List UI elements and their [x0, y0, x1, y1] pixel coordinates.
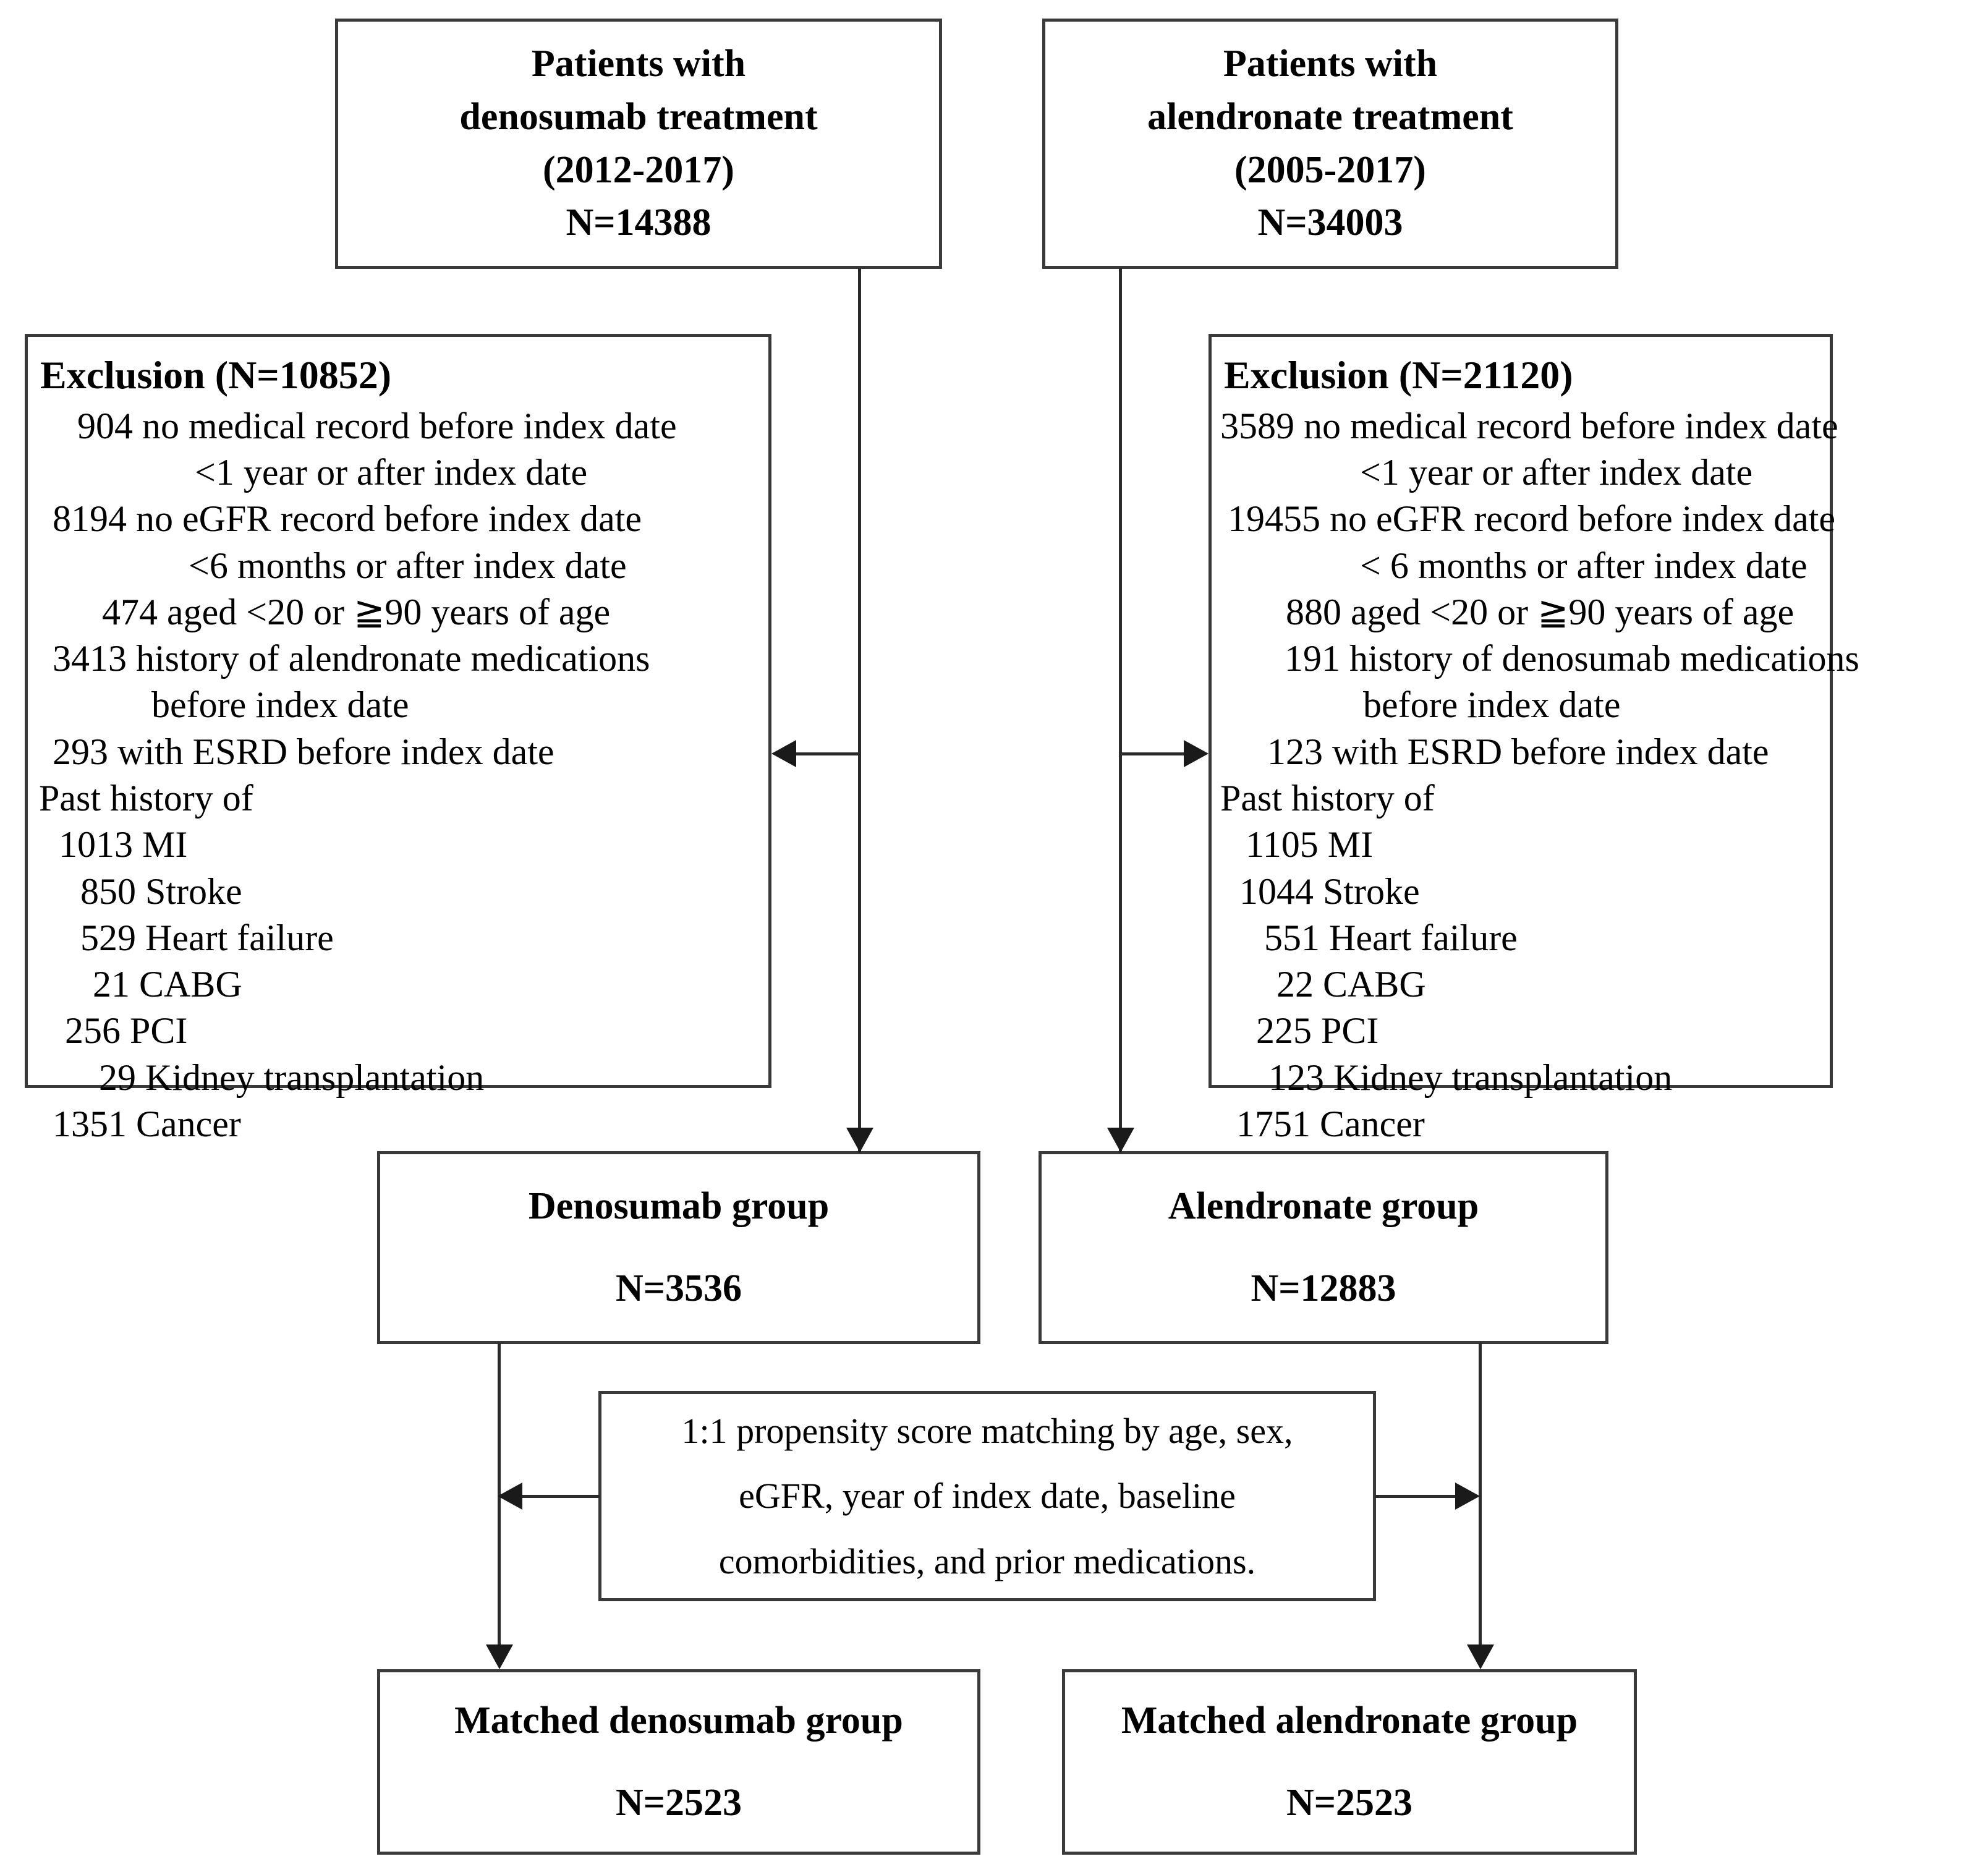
exclusion-right-content: Exclusion (N=21120) 3589 no medical reco…: [1212, 351, 1859, 1147]
alendronate-group-n: N=12883: [1251, 1267, 1396, 1309]
exclusion-left-line-1: <1 year or after index date: [195, 451, 588, 493]
exclusion-left-line-12: 21 CABG: [93, 964, 242, 1005]
denosumab-group-title: Denosumab group: [528, 1185, 830, 1228]
connector-left-exclusion-horizontal: [796, 752, 859, 755]
exclusion-left-line-4: 474 aged <20 or ≧90 years of age: [102, 591, 611, 632]
exclusion-left-line-7: 293 with ESRD before index date: [53, 731, 554, 772]
arrowhead-matched-alendronate: [1467, 1644, 1494, 1669]
arrowhead-alendronate-group: [1107, 1128, 1134, 1152]
matching-line3: comorbidities, and prior medications.: [718, 1541, 1256, 1581]
exclusion-right-title: Exclusion (N=21120): [1224, 353, 1573, 397]
alendronate-source-line3: (2005-2017): [1234, 148, 1426, 191]
exclusion-right-line-7: 123 with ESRD before index date: [1267, 731, 1769, 772]
denosumab-source-box: Patients with denosumab treatment (2012-…: [335, 19, 942, 269]
exclusion-right-box: Exclusion (N=21120) 3589 no medical reco…: [1209, 334, 1859, 1144]
exclusion-left-box: Exclusion (N=10852) 904 no medical recor…: [25, 334, 771, 1144]
denosumab-group-n: N=3536: [615, 1267, 742, 1309]
exclusion-left-line-0: 904 no medical record before index date: [77, 405, 677, 446]
alendronate-source-line2: alendronate treatment: [1147, 95, 1513, 138]
connector-denosumab-source-down: [858, 268, 861, 1153]
exclusion-left-line-9: 1013 MI: [59, 824, 188, 866]
matching-line2: eGFR, year of index date, baseline: [739, 1476, 1236, 1517]
exclusion-right-line-9: 1105 MI: [1246, 824, 1374, 866]
exclusion-right-line-6: before index date: [1363, 684, 1621, 726]
exclusion-left-line-15: 1351 Cancer: [53, 1104, 241, 1145]
denosumab-source-line2: denosumab treatment: [459, 95, 818, 138]
exclusion-right-line-13: 225 PCI: [1256, 1010, 1379, 1052]
exclusion-right-line-0: 3589 no medical record before index date: [1220, 405, 1838, 446]
exclusion-left-title: Exclusion (N=10852): [40, 353, 392, 397]
exclusion-right-line-1: <1 year or after index date: [1360, 451, 1753, 493]
exclusion-right-line-2: 19455 no eGFR record before index date: [1228, 498, 1836, 540]
denosumab-source-line3: (2012-2017): [543, 148, 734, 191]
alendronate-source-box: Patients with alendronate treatment (200…: [1042, 19, 1618, 269]
exclusion-right-line-5: 191 history of denosumab medications: [1285, 638, 1859, 679]
arrowhead-right-exclusion: [1184, 740, 1209, 767]
connector-matching-left-horizontal: [522, 1495, 600, 1498]
exclusion-right-line-8: Past history of: [1220, 778, 1435, 819]
matched-denosumab-n: N=2523: [615, 1782, 742, 1824]
propensity-matching-box: 1:1 propensity score matching by age, se…: [598, 1391, 1376, 1601]
connector-right-exclusion-horizontal: [1121, 752, 1184, 755]
exclusion-right-line-12: 22 CABG: [1276, 964, 1426, 1005]
exclusion-right-line-10: 1044 Stroke: [1239, 870, 1420, 912]
alendronate-source-line4: N=34003: [1257, 202, 1403, 244]
denosumab-group-box: Denosumab group N=3536: [377, 1151, 980, 1344]
arrowhead-matched-denosumab: [486, 1644, 513, 1669]
matching-line1: 1:1 propensity score matching by age, se…: [681, 1410, 1293, 1451]
matched-alendronate-box: Matched alendronate group N=2523: [1062, 1669, 1637, 1855]
connector-matching-right-horizontal: [1375, 1495, 1455, 1498]
alendronate-source-line1: Patients with: [1223, 43, 1438, 85]
alendronate-group-box: Alendronate group N=12883: [1039, 1151, 1608, 1344]
connector-alendronate-source-down: [1119, 268, 1122, 1153]
matched-alendronate-n: N=2523: [1286, 1782, 1413, 1824]
denosumab-source-line4: N=14388: [566, 202, 712, 244]
exclusion-right-line-3: < 6 months or after index date: [1360, 545, 1807, 586]
matched-alendronate-title: Matched alendronate group: [1121, 1700, 1578, 1742]
exclusion-right-line-11: 551 Heart failure: [1264, 917, 1518, 958]
exclusion-left-line-10: 850 Stroke: [80, 870, 242, 912]
alendronate-group-title: Alendronate group: [1168, 1185, 1479, 1228]
exclusion-right-line-15: 1751 Cancer: [1236, 1104, 1425, 1145]
exclusion-right-line-4: 880 aged <20 or ≧90 years of age: [1286, 591, 1795, 632]
exclusion-left-content: Exclusion (N=10852) 904 no medical recor…: [28, 351, 768, 1147]
exclusion-left-line-14: 29 Kidney transplantation: [99, 1057, 485, 1098]
matched-denosumab-title: Matched denosumab group: [454, 1700, 903, 1742]
connector-alendronate-group-down: [1479, 1343, 1482, 1646]
exclusion-right-line-14: 123 Kidney transplantation: [1268, 1057, 1673, 1098]
denosumab-source-line1: Patients with: [531, 43, 746, 85]
exclusion-left-line-11: 529 Heart failure: [80, 917, 334, 958]
exclusion-left-line-8: Past history of: [39, 778, 253, 819]
exclusion-left-line-5: 3413 history of alendronate medications: [53, 638, 650, 679]
arrowhead-denosumab-group: [846, 1128, 873, 1152]
exclusion-left-line-3: <6 months or after index date: [189, 545, 627, 586]
arrowhead-matching-left: [498, 1483, 522, 1510]
arrowhead-left-exclusion: [771, 740, 796, 767]
exclusion-left-line-6: before index date: [151, 684, 409, 726]
arrowhead-matching-right: [1455, 1483, 1480, 1510]
matched-denosumab-box: Matched denosumab group N=2523: [377, 1669, 980, 1855]
exclusion-left-line-13: 256 PCI: [65, 1010, 188, 1052]
exclusion-left-line-2: 8194 no eGFR record before index date: [53, 498, 642, 540]
